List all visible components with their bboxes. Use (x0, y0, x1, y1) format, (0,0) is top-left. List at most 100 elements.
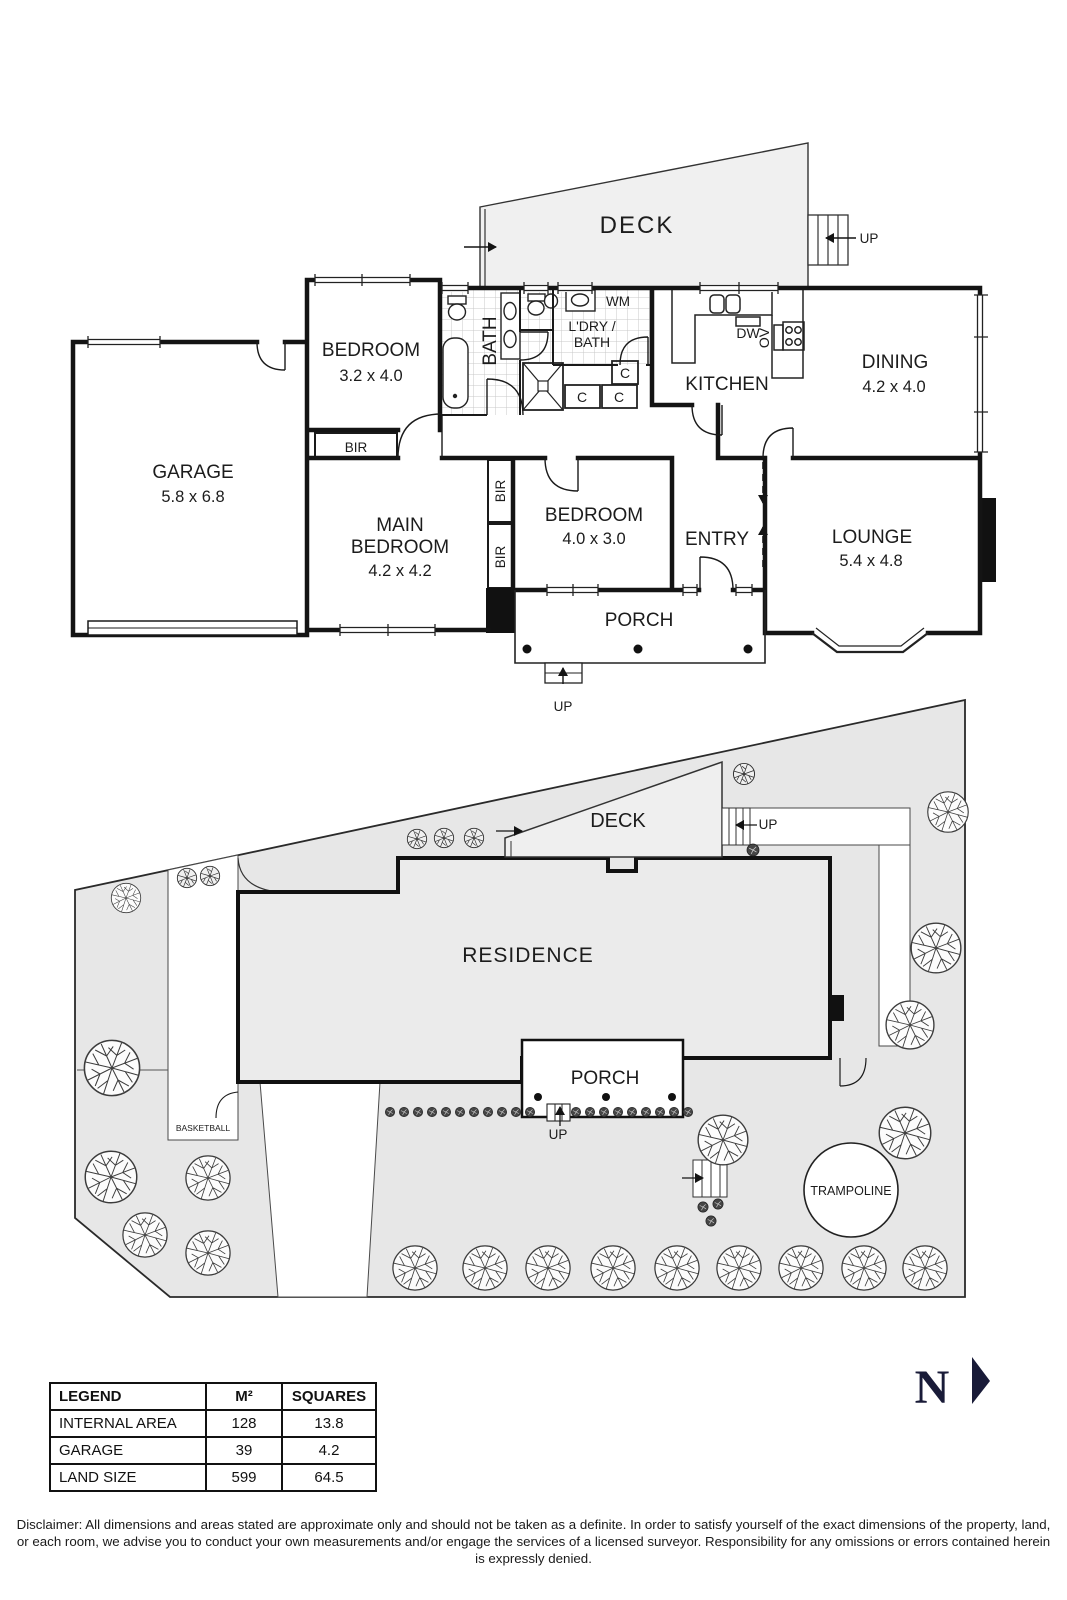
closet-label: C (577, 389, 587, 405)
toilet-cistern (447, 295, 467, 305)
porch-up-label: UP (554, 699, 573, 714)
porch-column (633, 644, 643, 654)
bir-label: BIR (493, 480, 508, 503)
legend-header: LEGEND (49, 1382, 207, 1411)
toilet-cistern (527, 293, 546, 302)
windows (87, 274, 988, 636)
site-deck-up-label: UP (759, 817, 778, 832)
site-porch-up-label: UP (549, 1127, 568, 1142)
basketball-door-arc (215, 1091, 239, 1119)
site-deck (504, 760, 723, 858)
legend-header-row: LEGEND M² SQUARES (49, 1382, 377, 1411)
internal-area-m2: 128 (205, 1409, 283, 1438)
residence-label: RESIDENCE (462, 944, 594, 967)
bedroom1-dims: 3.2 x 4.0 (339, 367, 402, 385)
stove-icon (782, 321, 805, 351)
side-driveway-basketball (167, 854, 239, 1141)
ov-label: OV (756, 327, 772, 348)
bay-window (811, 627, 929, 654)
garage-dims: 5.8 x 6.8 (161, 488, 224, 506)
main-bedroom-label-1: MAIN (376, 515, 424, 536)
garage-label: GARAGE (152, 462, 233, 483)
door-arcs (256, 331, 794, 591)
east-path-h (749, 807, 911, 846)
site-door-arc (839, 1057, 867, 1087)
legend-table: LEGEND M² SQUARES INTERNAL AREA 128 13.8… (49, 1382, 377, 1492)
toilet-icon (527, 300, 545, 316)
table-row: GARAGE 39 4.2 (49, 1436, 377, 1465)
deck-up-label: UP (860, 231, 879, 246)
bir-closet (487, 459, 514, 523)
fireplace-block (980, 498, 996, 582)
basin-icon (503, 329, 517, 349)
porch (514, 590, 766, 684)
porch-column (602, 1093, 610, 1101)
site-deck-label: DECK (590, 810, 646, 832)
toilet-icon (447, 303, 467, 321)
bedroom2-label: BEDROOM (545, 505, 643, 526)
table-row: LAND SIZE 599 64.5 (49, 1463, 377, 1492)
deck-label: DECK (600, 212, 675, 239)
internal-area-label: INTERNAL AREA (49, 1409, 207, 1438)
front-driveway (259, 1081, 381, 1298)
deck-stairs (807, 214, 849, 266)
basketball-label: BASKETBALL (176, 1123, 231, 1133)
porch-label: PORCH (605, 610, 674, 631)
laundry-label-2: BATH (574, 334, 610, 350)
internal-area-squares: 13.8 (281, 1409, 377, 1438)
closets (564, 360, 639, 409)
laundry-sink-icon (543, 293, 559, 309)
bir-closet (314, 432, 398, 459)
land-size-m2: 599 (205, 1463, 283, 1492)
oven-icon (773, 324, 784, 351)
porch-column (743, 644, 753, 654)
bir-label: BIR (345, 440, 368, 455)
closet-label: C (620, 365, 630, 381)
bath-fixtures (442, 289, 596, 409)
site-porch-label: PORCH (571, 1068, 640, 1089)
garage-area-m2: 39 (205, 1436, 283, 1465)
squares-header: SQUARES (281, 1382, 377, 1411)
site-porch-steps (546, 1103, 571, 1122)
basin-icon (503, 301, 517, 321)
trampoline-label: TRAMPOLINE (810, 1184, 891, 1198)
north-arrow-icon (972, 1357, 990, 1404)
bath-label: BATH (480, 316, 501, 365)
chimney-block (486, 588, 515, 633)
sink-icon (709, 294, 725, 314)
floor-plan: UP DECK (70, 142, 996, 714)
shower-icon (522, 362, 564, 411)
lounge-label: LOUNGE (832, 527, 912, 548)
m2-header: M² (205, 1382, 283, 1411)
bedroom2-dims: 4.0 x 3.0 (562, 530, 625, 548)
porch-column (522, 644, 532, 654)
north-indicator: N (915, 1357, 990, 1414)
porch-column (668, 1093, 676, 1101)
site-fireplace-block (830, 995, 844, 1021)
sink-icon (725, 294, 741, 314)
land-size-squares: 64.5 (281, 1463, 377, 1492)
bedroom1-label: BEDROOM (322, 340, 420, 361)
entry-label: ENTRY (685, 529, 749, 550)
bir-label: BIR (493, 546, 508, 569)
door-gap (840, 1053, 866, 1063)
dw-label: DW (736, 325, 760, 341)
main-bedroom-label-2: BEDROOM (351, 537, 449, 558)
north-label: N (915, 1361, 950, 1414)
porch-column (534, 1093, 542, 1101)
main-bedroom-dims: 4.2 x 4.2 (368, 562, 431, 580)
dining-dims: 4.2 x 4.0 (862, 378, 925, 396)
dining-label: DINING (862, 352, 929, 373)
site-plan: RESIDENCE DECK UP PORCH UP BASKETBALL TR… (74, 698, 969, 1298)
interior-walls (440, 288, 652, 416)
lounge-dims: 5.4 x 4.8 (839, 552, 902, 570)
dishwasher-icon (735, 316, 761, 327)
land-size-label: LAND SIZE (49, 1463, 207, 1492)
kitchen-counter (671, 288, 805, 379)
trampoline-circle (803, 1142, 899, 1238)
garage-area-squares: 4.2 (281, 1436, 377, 1465)
closet-label: C (614, 389, 624, 405)
laundry-label-1: L'DRY / (568, 318, 615, 334)
bathtub-icon (442, 337, 469, 409)
